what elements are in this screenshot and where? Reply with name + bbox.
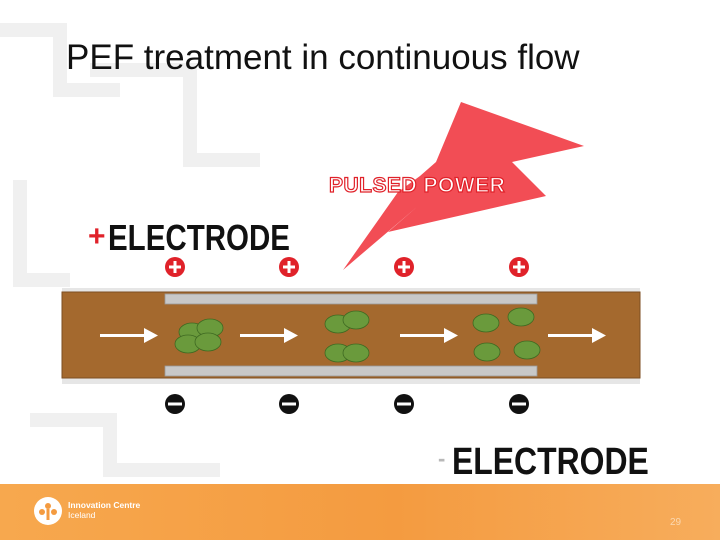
page-number: 29 — [670, 517, 682, 528]
minus-sign-icon — [279, 394, 299, 414]
bottom-electrode-label: ELECTRODE — [452, 440, 649, 482]
cell — [342, 343, 370, 363]
top-electrode-sign: + — [88, 220, 106, 253]
logo-line-1: Innovation Centre — [68, 500, 141, 510]
footer-bar — [0, 484, 720, 540]
bottom-electrode-plate — [164, 365, 538, 377]
top-electrode-label: ELECTRODE — [108, 217, 290, 257]
plus-sign-icon — [394, 257, 414, 277]
pulsed-power-label: PULSED POWER — [329, 174, 505, 197]
top-electrode-plate — [164, 293, 538, 305]
cell — [507, 307, 535, 327]
cell — [342, 310, 370, 330]
cell — [473, 342, 501, 362]
microbial-cells — [174, 307, 541, 363]
plus-sign-icon — [509, 257, 529, 277]
logo-text: Innovation Centre Iceland — [68, 500, 140, 520]
flow-pipe — [61, 288, 641, 384]
logo-icon — [34, 497, 62, 525]
cell — [194, 332, 222, 352]
cell — [472, 313, 500, 333]
footer-band — [0, 484, 720, 540]
negative-charges — [165, 394, 529, 414]
positive-charges — [165, 257, 529, 277]
arrow-right-icon — [100, 328, 158, 343]
minus-sign-icon — [165, 394, 185, 414]
arrow-right-icon — [240, 328, 298, 343]
cell — [513, 340, 541, 360]
arrow-right-icon — [548, 328, 606, 343]
arrow-right-icon — [400, 328, 458, 343]
minus-sign-icon — [509, 394, 529, 414]
logo-line-2: Iceland — [68, 510, 96, 520]
plus-sign-icon — [165, 257, 185, 277]
plus-sign-icon — [279, 257, 299, 277]
bottom-electrode-sign: - — [438, 446, 445, 471]
lightning-bolt-icon — [343, 102, 584, 270]
flow-arrows — [100, 328, 606, 343]
slide-title: PEF treatment in continuous flow — [66, 38, 580, 77]
minus-sign-icon — [394, 394, 414, 414]
